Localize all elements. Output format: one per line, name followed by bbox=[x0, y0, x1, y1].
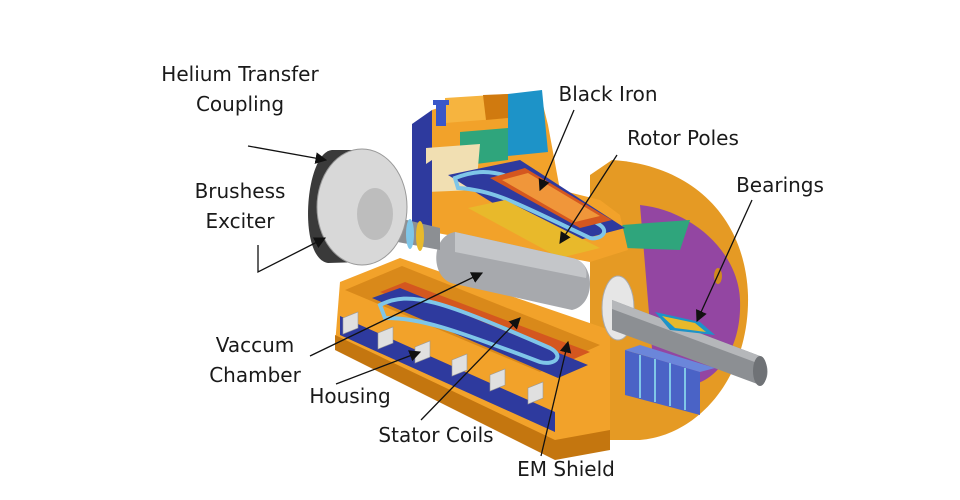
label-bearings: Bearings bbox=[736, 173, 824, 197]
label-helium-line2: Coupling bbox=[196, 92, 284, 116]
callout-labels: Helium Transfer Coupling Brushess Excite… bbox=[161, 62, 824, 481]
leader-bearings bbox=[696, 199, 753, 323]
motor-illustration bbox=[308, 90, 768, 460]
exciter-drum bbox=[308, 148, 408, 266]
leader-shield bbox=[540, 340, 572, 457]
label-black-iron: Black Iron bbox=[558, 82, 657, 106]
rotor-body bbox=[436, 232, 590, 310]
housing-fins bbox=[342, 311, 544, 405]
lower-housing bbox=[335, 258, 610, 460]
leader-stator bbox=[420, 317, 521, 421]
leader-housing bbox=[335, 350, 422, 385]
leader-lines bbox=[247, 109, 753, 457]
label-rotor-poles: Rotor Poles bbox=[627, 126, 739, 150]
label-em-shield: EM Shield bbox=[517, 457, 615, 481]
leader-vacuum bbox=[309, 272, 484, 357]
label-stator-coils: Stator Coils bbox=[378, 423, 493, 447]
label-exciter-line2: Exciter bbox=[205, 209, 275, 233]
label-housing: Housing bbox=[309, 384, 390, 408]
label-vacuum-line1: Vaccum bbox=[216, 333, 295, 357]
upper-stator bbox=[448, 160, 625, 245]
leader-exciter bbox=[257, 237, 327, 274]
label-exciter-line1: Brushess bbox=[195, 179, 286, 203]
leader-helium bbox=[247, 145, 328, 164]
leader-iron bbox=[538, 109, 575, 192]
label-helium-line1: Helium Transfer bbox=[161, 62, 319, 86]
cooling-stack bbox=[625, 345, 715, 415]
label-vacuum-line2: Chamber bbox=[209, 363, 301, 387]
leader-rotor bbox=[559, 154, 618, 244]
bearing-ring bbox=[662, 316, 706, 332]
